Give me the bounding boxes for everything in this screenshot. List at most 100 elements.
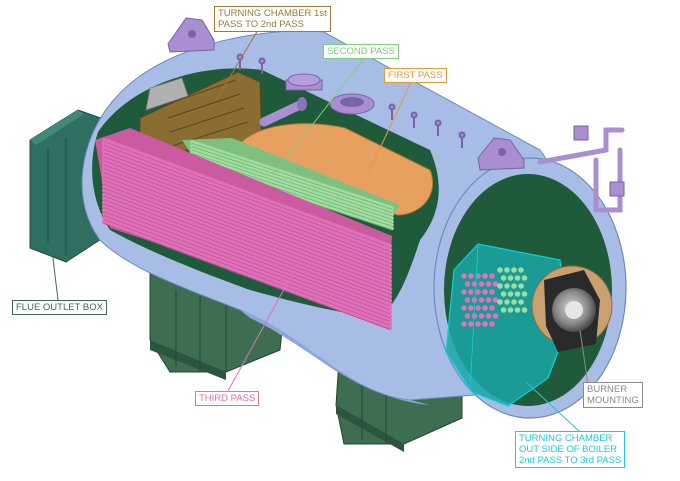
third-pass-tube-edge	[103, 156, 391, 264]
second-pass-tube-end	[518, 283, 524, 289]
second-pass-tube-end	[500, 291, 507, 297]
second-pass-tube-end	[504, 299, 510, 305]
second-pass-tube-end	[511, 267, 517, 273]
third-pass-tube-end	[468, 305, 474, 311]
second-pass-tube	[190, 153, 394, 224]
second-pass-tube-edge	[191, 143, 393, 210]
third-pass-tube-end	[492, 281, 499, 287]
third-pass-tube-edge	[103, 215, 391, 322]
third-pass-tube	[101, 180, 393, 291]
third-pass-tube	[101, 212, 393, 323]
second-pass-tube-end	[504, 283, 510, 289]
label-third-pass: THIRD PASS	[195, 391, 260, 406]
second-pass-tube-end	[497, 299, 503, 305]
second-pass-tube-end	[521, 291, 528, 297]
label-line: TURNING CHAMBER	[519, 433, 613, 444]
second-pass-tube	[190, 143, 394, 214]
rear-saddle	[149, 261, 283, 380]
third-pass-tube-end	[482, 305, 488, 311]
third-pass-tube-end	[471, 297, 478, 303]
third-pass-tube-end	[489, 289, 495, 295]
third-pass-tube-edge	[103, 211, 391, 319]
third-pass-tube-end	[478, 297, 485, 303]
second-pass-tube	[190, 147, 394, 217]
second-pass-tube-end	[500, 307, 507, 313]
label-line: OUT SIDE OF BOILER	[519, 444, 618, 455]
third-pass-tube-edge	[103, 141, 391, 248]
leader-turning-chamber-1	[215, 29, 259, 101]
third-pass-tube-edge	[103, 153, 391, 260]
front-tube-ends	[461, 267, 528, 327]
label-line: FLUE OUTLET BOX	[16, 302, 103, 313]
third-pass-tube-edge	[103, 176, 391, 283]
third-pass-tube-end	[485, 281, 492, 287]
leader-burner	[579, 329, 589, 386]
third-pass-tube	[101, 137, 393, 249]
label-turning-chamber-1st-to-2nd: TURNING CHAMBER 1st PASS TO 2nd PASS	[214, 6, 331, 32]
third-pass-tube-end	[468, 273, 474, 279]
third-pass-tube-end	[485, 313, 492, 319]
third-pass-tube	[101, 204, 393, 315]
third-pass-tube-end	[468, 289, 474, 295]
third-pass-tube	[101, 196, 393, 307]
label-line: TURNING CHAMBER 1st	[218, 8, 327, 19]
third-pass-tube-end	[478, 313, 485, 319]
third-pass-tube-edge	[103, 199, 391, 307]
third-pass-tube	[101, 173, 393, 284]
third-pass-tube-end	[471, 281, 478, 287]
third-pass-tube	[101, 161, 393, 272]
label-first-pass: FIRST PASS	[384, 68, 447, 83]
second-pass-tube-end	[514, 307, 521, 313]
third-pass-tube-edge	[103, 223, 391, 330]
third-pass-tubes	[95, 128, 393, 330]
third-pass-tube	[101, 200, 393, 311]
leader-lines	[51, 29, 589, 433]
front-turning-chamber	[445, 243, 569, 407]
third-pass-tube-end	[485, 297, 492, 303]
leader-third-pass	[227, 263, 299, 392]
third-pass-tube-end	[492, 297, 499, 303]
second-pass-tube-end	[511, 299, 517, 305]
third-pass-tube	[101, 188, 393, 299]
second-pass-tube-end	[518, 299, 524, 305]
third-pass-tube-edge	[103, 164, 391, 272]
third-pass-tube-edge	[103, 192, 391, 299]
second-pass-tube-end	[521, 307, 528, 313]
third-pass-tube-end	[468, 321, 474, 327]
third-pass-tube	[101, 215, 393, 327]
leader-second-pass	[273, 55, 367, 175]
third-pass-tube-end	[475, 289, 481, 295]
second-pass-tube-end	[497, 283, 503, 289]
label-line: MOUNTING	[587, 395, 639, 406]
third-pass-tube-edge	[103, 145, 391, 252]
third-pass-tube-edge	[103, 207, 391, 315]
third-pass-tube-end	[464, 297, 471, 303]
second-pass-tube-end	[507, 307, 514, 313]
third-pass-tube	[101, 145, 393, 256]
third-pass-tube-end	[461, 321, 467, 327]
third-pass-tube-edge	[103, 180, 391, 287]
label-line: THIRD PASS	[199, 393, 256, 404]
third-pass-tube-edge	[103, 184, 391, 291]
third-pass-tube	[101, 149, 393, 260]
second-pass-tube-end	[514, 275, 521, 281]
third-pass-tube-end	[464, 281, 471, 287]
third-pass-tube-edge	[103, 188, 391, 295]
third-pass-tube-end	[482, 321, 488, 327]
third-pass-tube-edge	[103, 195, 391, 303]
second-pass-tube-end	[504, 267, 510, 273]
label-flue-outlet-box: FLUE OUTLET BOX	[12, 300, 107, 315]
third-pass-tube-edge	[103, 168, 391, 276]
third-pass-tube-end	[489, 321, 495, 327]
third-pass-tube	[101, 169, 393, 280]
third-pass-tube-end	[482, 289, 488, 295]
third-pass-tube-end	[475, 305, 481, 311]
leader-flue-outlet	[51, 249, 59, 301]
third-pass-tube-end	[461, 273, 467, 279]
second-pass-tube	[190, 150, 394, 220]
third-pass-tube-edge	[103, 219, 391, 326]
third-pass-tube-end	[489, 273, 495, 279]
label-second-pass: SECOND PASS	[323, 44, 399, 59]
label-turning-chamber-2nd-to-3rd: TURNING CHAMBER OUT SIDE OF BOILER 2nd P…	[515, 431, 626, 468]
